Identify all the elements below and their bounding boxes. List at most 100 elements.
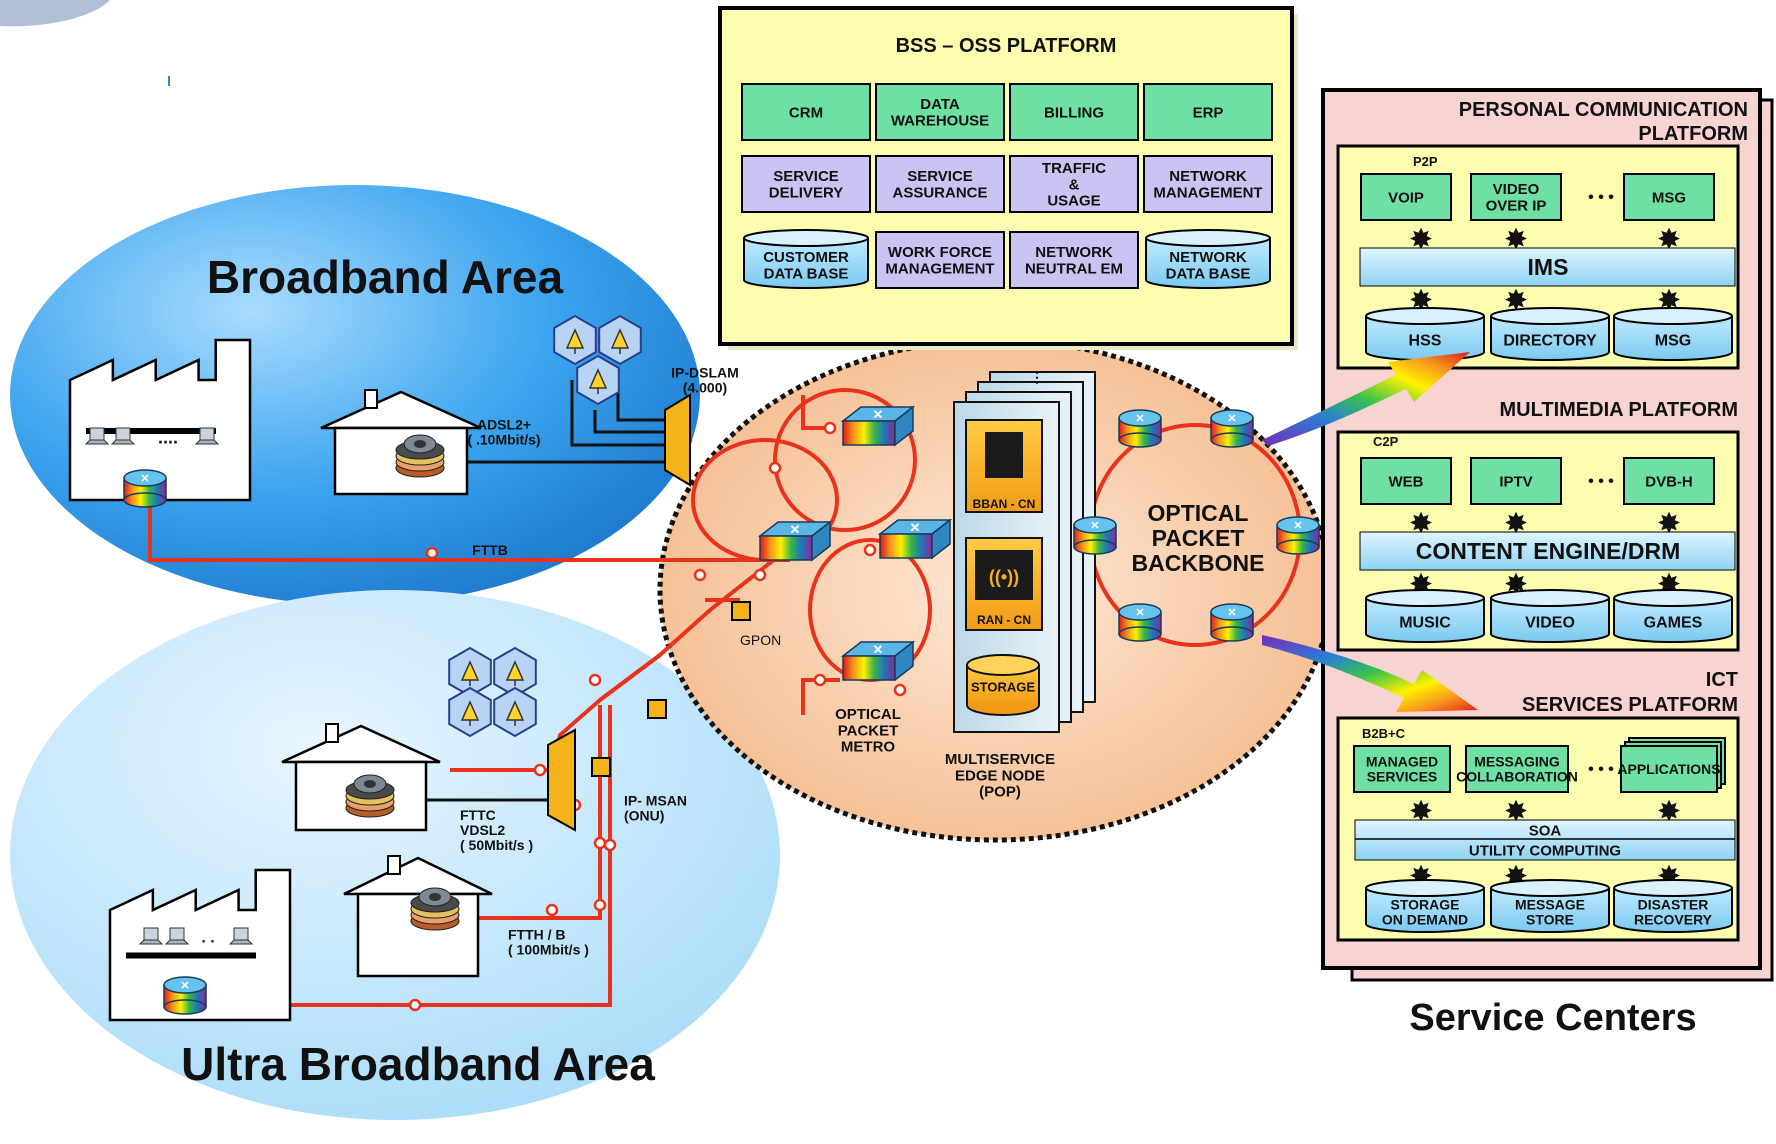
mmp-top-1-label: WEB (1389, 473, 1424, 490)
backbone-router-2: ✕ (1210, 409, 1254, 448)
pcp-tag: P2P (1413, 154, 1438, 169)
bss-box-3-label: BILLING (1044, 104, 1104, 121)
backbone-router-1: ✕ (1118, 409, 1162, 448)
mmp-top-3-label: DVB-H (1645, 473, 1693, 490)
ict-utility-label: UTILITY COMPUTING (1469, 842, 1621, 859)
metro-drop-bottom (801, 678, 840, 715)
mmp-bar-label: CONTENT ENGINE/DRM (1416, 538, 1681, 564)
backbone-router-5: ✕ (1118, 603, 1162, 642)
ran-label: RAN - CN (977, 613, 1031, 627)
pcp-db-2-label: DIRECTORY (1503, 333, 1597, 350)
fiber-marker-13 (603, 838, 617, 852)
backbone-router-6: ✕ (1210, 603, 1254, 642)
svg-text:✕: ✕ (1293, 520, 1302, 532)
fiber-marker-14 (545, 903, 559, 917)
base-station-1 (553, 314, 597, 366)
pc-ultra-1 (138, 927, 164, 945)
bss-box-4: ERP (1143, 83, 1273, 141)
mmp-top-2: IPTV (1470, 457, 1562, 505)
mmp-top-1: WEB (1360, 457, 1452, 505)
svg-text:✕: ✕ (180, 980, 189, 992)
router-broadband: ✕ (123, 469, 167, 508)
bban-label: BBAN - CN (973, 497, 1036, 511)
ict-title-line2: SERVICES PLATFORM (1522, 694, 1738, 716)
edge-stack-dots: ⋮ (1030, 369, 1044, 385)
bss-oss-title: BSS – OSS PLATFORM (896, 35, 1117, 57)
rainbow-arrow-to-pcp (1262, 352, 1470, 446)
storage-cylinder-top (966, 654, 1040, 676)
svg-text:✕: ✕ (790, 522, 801, 537)
mmp-bar: CONTENT ENGINE/DRM (1359, 531, 1736, 571)
antenna-icon-bg (975, 550, 1033, 600)
svg-text:✕: ✕ (1227, 413, 1236, 425)
mmp-upper-star-3: ✸ (1657, 508, 1680, 538)
adsl-label: ADSL2+( .10Mbit/s) (467, 416, 540, 447)
pcp-db-1-label: HSS (1409, 333, 1442, 350)
svg-text:✕: ✕ (140, 473, 149, 485)
ip-dslam-label: IP-DSLAM(4.000) (671, 364, 739, 395)
ict-top-3-front-label: APPLICATIONS (1617, 761, 1720, 777)
gpon-label: GPON (740, 632, 781, 648)
storage-label: STORAGE (971, 680, 1035, 695)
pcp-title-line1: PERSONAL COMMUNICATION (1459, 99, 1748, 121)
service-centers-label: Service Centers (1409, 997, 1696, 1039)
pc-ultra-2 (164, 927, 190, 945)
fiber-marker-5 (753, 568, 767, 582)
pc-broadband-1 (84, 427, 110, 445)
pcp-upper-star-1: ✸ (1409, 224, 1432, 254)
ip-msan-device (547, 728, 576, 832)
ict-soa-label: SOA (1529, 822, 1562, 839)
pcp-bar-label: IMS (1528, 254, 1569, 280)
mmp-db-1: MUSIC (1365, 589, 1485, 643)
antenna-icon: ((•)) (989, 567, 1019, 587)
svg-text:✕: ✕ (873, 407, 884, 422)
svg-text:✕: ✕ (1090, 520, 1099, 532)
pcp-top-3: MSG (1623, 173, 1715, 221)
metro-switch-2: ✕ (757, 520, 833, 562)
ict-upper-star-3: ✸ (1657, 796, 1680, 826)
pcp-bar: IMS (1359, 247, 1736, 287)
corner-decoration (0, 0, 110, 27)
pcp-title-line2: PLATFORM (1638, 123, 1748, 145)
backbone-router-3: ✕ (1073, 516, 1117, 555)
ict-soa-bar: SOA UTILITY COMPUTING (1354, 819, 1736, 861)
onu-splitter-2 (591, 757, 611, 777)
pcp-db-1: HSS (1365, 307, 1485, 361)
backbone-router-4: ✕ (1276, 516, 1320, 555)
fttb-label: FTTB (472, 542, 508, 558)
pc-broadband-2 (110, 427, 136, 445)
pcp-upper-star-2: ✸ (1504, 224, 1527, 254)
pcp-top-1: VOIP (1360, 173, 1452, 221)
svg-text:✕: ✕ (1227, 607, 1236, 619)
factory-broadband (68, 338, 252, 502)
factory-dots-1: .... (158, 427, 178, 447)
pcp-upper-star-3: ✸ (1657, 224, 1680, 254)
ip-dslam-device (664, 393, 691, 487)
pcp-dots: • • • (1588, 189, 1614, 206)
ip-msan-label: IP- MSAN(ONU) (624, 792, 687, 823)
onu-splitter-1 (647, 699, 667, 719)
mmp-db-2-label: VIDEO (1525, 615, 1575, 632)
fiber-marker-11 (533, 763, 547, 777)
pc-ultra-3 (228, 927, 254, 945)
dslam-to-bts-1 (570, 380, 665, 447)
